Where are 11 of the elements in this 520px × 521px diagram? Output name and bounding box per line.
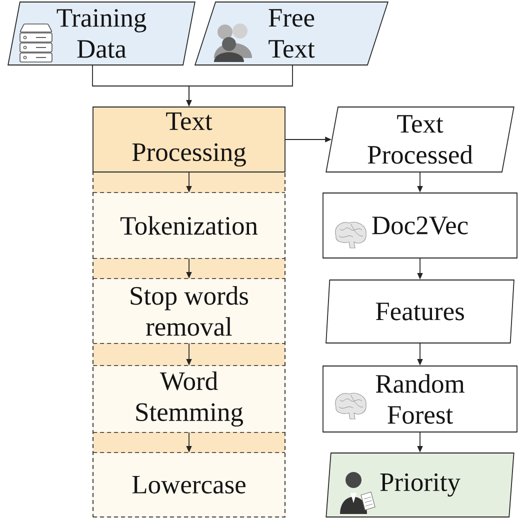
step-box: Stop words removal [92, 278, 286, 344]
step-box: Word Stemming [92, 365, 286, 433]
step-box: Lowercase [92, 452, 286, 518]
step-box: Tokenization [92, 192, 286, 259]
process-box: Text Processing [92, 106, 286, 172]
data-parallelogram: Training Data [8, 2, 196, 66]
data-parallelogram: Priority [326, 452, 514, 518]
process-box: Random Forest [322, 366, 518, 432]
process-box: Doc2Vec [322, 192, 518, 258]
data-parallelogram: Features [326, 280, 514, 344]
data-parallelogram: Text Processed [326, 106, 514, 172]
